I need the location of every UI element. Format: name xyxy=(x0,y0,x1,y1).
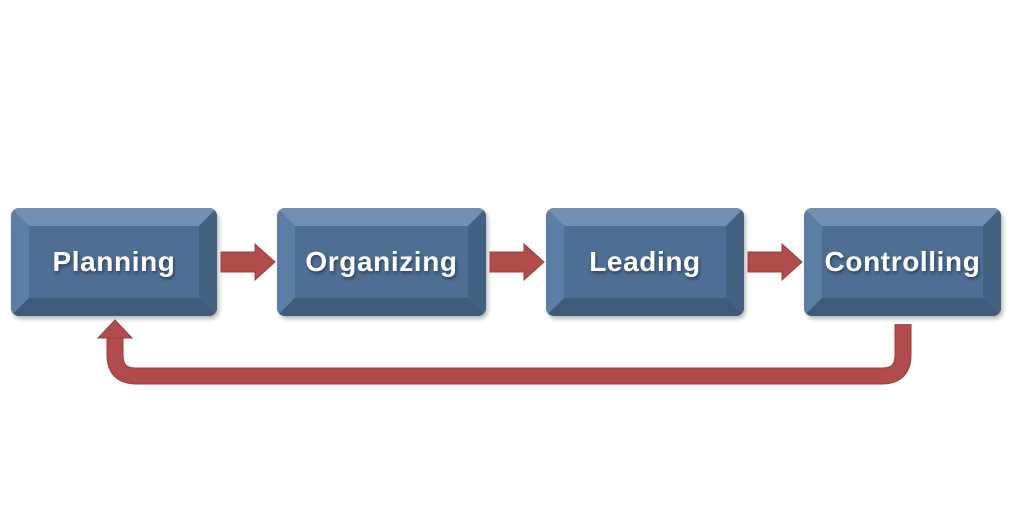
right-arrow-icon xyxy=(747,242,803,282)
step-label-organizing: Organizing xyxy=(305,246,458,277)
right-arrow-icon xyxy=(220,242,276,282)
right-arrow-icon xyxy=(489,242,545,282)
step-label-leading: Leading xyxy=(589,246,701,277)
step-label-controlling: Controlling xyxy=(824,246,981,277)
step-label-planning: Planning xyxy=(52,246,176,277)
